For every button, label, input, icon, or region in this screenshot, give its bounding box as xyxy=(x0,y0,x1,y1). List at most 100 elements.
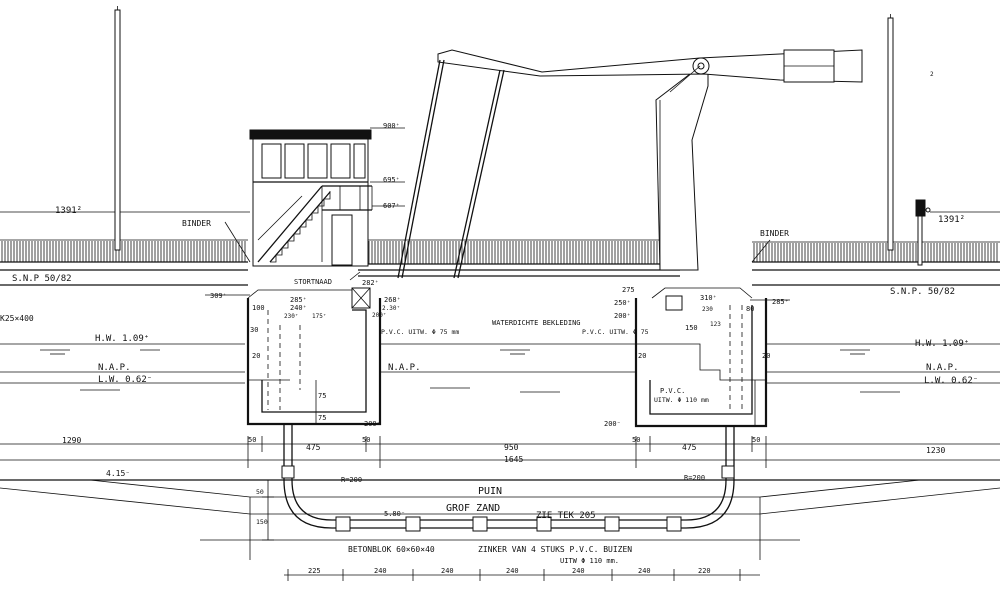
dim-150v: 150 xyxy=(256,518,268,526)
level-nap-mid: N.A.P. xyxy=(388,363,421,373)
puin-label: PUIN xyxy=(478,486,502,497)
pvc-low-label-2: UITW. Φ 110 mm xyxy=(654,396,709,404)
level-lw-left: L.W. 0.62⁻ xyxy=(98,375,152,385)
dim-309: 309⁺ xyxy=(210,292,227,300)
stortnaad-label: STORTNAAD xyxy=(294,278,332,286)
level-snp-left: S.N.P 50/82 xyxy=(12,274,72,284)
dim-b240a: 240 xyxy=(374,567,387,575)
concrete-block xyxy=(666,516,682,532)
dim-20c: 20 xyxy=(252,352,260,360)
dim-75b: 75 xyxy=(318,392,326,400)
dim-100: 100 xyxy=(252,304,265,312)
dim-310: 310⁺ xyxy=(700,294,717,302)
dim-200c: 200⁻ xyxy=(364,420,381,428)
dim-285-right: 285⁺ xyxy=(772,298,789,306)
dim-230a: 230⁺ xyxy=(284,313,298,320)
counterweight-arm xyxy=(437,49,863,83)
dim-b220: 220 xyxy=(698,567,711,575)
railing-mid xyxy=(359,241,679,264)
push-rods xyxy=(397,59,701,279)
zinker-label-2: UITW Φ 110 mm. xyxy=(560,557,619,565)
level-snp-right: S.N.P. 50/82 xyxy=(890,287,955,297)
dim-200d: 200⁻ xyxy=(604,420,621,428)
control-house xyxy=(249,129,373,267)
level-top-left: 1391² xyxy=(55,206,82,216)
level-top-right: 1391² xyxy=(938,215,965,225)
dim-1290: 1290 xyxy=(62,436,81,445)
dim-80: 80 xyxy=(746,305,754,313)
dim-b225: 225 xyxy=(308,567,321,575)
dim-200b: 200⁺ xyxy=(614,312,631,320)
level-hw-left: H.W. 1.09⁺ xyxy=(95,334,149,344)
dim-580: 5.80⁻ xyxy=(384,510,405,518)
dim-20b: 20 xyxy=(638,352,646,360)
dim-20a: 20 xyxy=(762,352,770,360)
radius-right: R=200 xyxy=(684,474,705,482)
abutment-left xyxy=(246,287,382,426)
concrete-block xyxy=(536,516,552,532)
dim-275: 275 xyxy=(622,286,635,294)
dim-230c: 230 xyxy=(702,306,713,313)
concrete-block xyxy=(472,516,488,532)
waterdichte-label: WATERDICHTE BEKLEDING xyxy=(492,319,581,327)
level-nap-left: N.A.P. xyxy=(98,363,131,373)
dim-150: 150 xyxy=(685,324,698,332)
dim-50e: 50 xyxy=(256,488,264,496)
dimension-lines xyxy=(0,127,1000,581)
dim-475b: 475 xyxy=(682,443,697,452)
ground-layers xyxy=(0,479,1000,560)
pvc-label-right: P.V.C. UITW. Φ 75 xyxy=(582,328,649,336)
level-lw-right: L.W. 0.62⁻ xyxy=(924,376,978,386)
railing-right xyxy=(753,243,998,262)
pvc-label-left: P.V.C. UITW. Φ 75 mm xyxy=(381,328,459,336)
dim-175: 175⁺ xyxy=(312,313,326,320)
water-level-lines xyxy=(0,343,1000,393)
lamp-post-left xyxy=(114,6,121,251)
dim-b240b: 240 xyxy=(441,567,454,575)
dim-695: 695⁺ xyxy=(383,176,400,184)
concrete-block xyxy=(335,516,351,532)
dim-415: 4.15⁻ xyxy=(106,469,130,478)
zinker-label-1: ZINKER VAN 4 STUKS P.V.C. BUIZEN xyxy=(478,545,632,554)
dim-285: 285⁺ xyxy=(290,296,307,304)
dim-950: 950 xyxy=(504,443,519,452)
dim-607: 607⁺ xyxy=(383,202,400,210)
railing-left xyxy=(1,241,246,262)
dim-230b: 2.30⁺ xyxy=(382,305,400,312)
text-labels: 1391² 1391² S.N.P 50/82 S.N.P. 50/82 H.W… xyxy=(0,71,978,575)
bascule-tower xyxy=(655,73,709,271)
dim-50a: 50 xyxy=(248,436,256,444)
binder-label-left: BINDER xyxy=(182,219,211,228)
dim-240: 240⁺ xyxy=(290,304,307,312)
dim-b240d: 240 xyxy=(572,567,585,575)
dim-900: 900⁺ xyxy=(383,122,400,130)
pvc-low-label-1: P.V.C. xyxy=(660,387,685,395)
dim-30a: 30 xyxy=(250,326,258,334)
dim-b240c: 240 xyxy=(506,567,519,575)
dim-268: 268⁺ xyxy=(384,296,401,304)
zie-tek-label: ZIE TEK 205 xyxy=(536,511,596,521)
concrete-block xyxy=(604,516,620,532)
dim-200a: 200⁺ xyxy=(372,312,386,319)
grof-zand-label: GROF ZAND xyxy=(446,503,500,514)
dim-75a: 75 xyxy=(318,414,326,422)
radius-left: R=200 xyxy=(341,476,362,484)
traffic-signal xyxy=(915,199,931,266)
corner-mark: 2 xyxy=(930,71,934,78)
dim-123: 123 xyxy=(710,321,721,328)
concrete-block xyxy=(405,516,421,532)
dim-50c: 50 xyxy=(632,436,640,444)
betonblok-label: BETONBLOK 60×60×40 xyxy=(348,545,435,554)
dim-250: 250⁺ xyxy=(614,299,631,307)
beam-label-left: K25×400 xyxy=(0,314,34,323)
level-hw-right: H.W. 1.09⁺ xyxy=(915,339,969,349)
concrete-blocks xyxy=(335,516,682,532)
dim-475a: 475 xyxy=(306,443,321,452)
binder-label-right: BINDER xyxy=(760,229,789,238)
dim-1230: 1230 xyxy=(926,446,945,455)
siphon-pipe xyxy=(281,424,735,529)
dim-282: 282⁺ xyxy=(362,279,379,287)
dim-50d: 50 xyxy=(752,436,760,444)
lamp-post-right xyxy=(887,14,894,251)
